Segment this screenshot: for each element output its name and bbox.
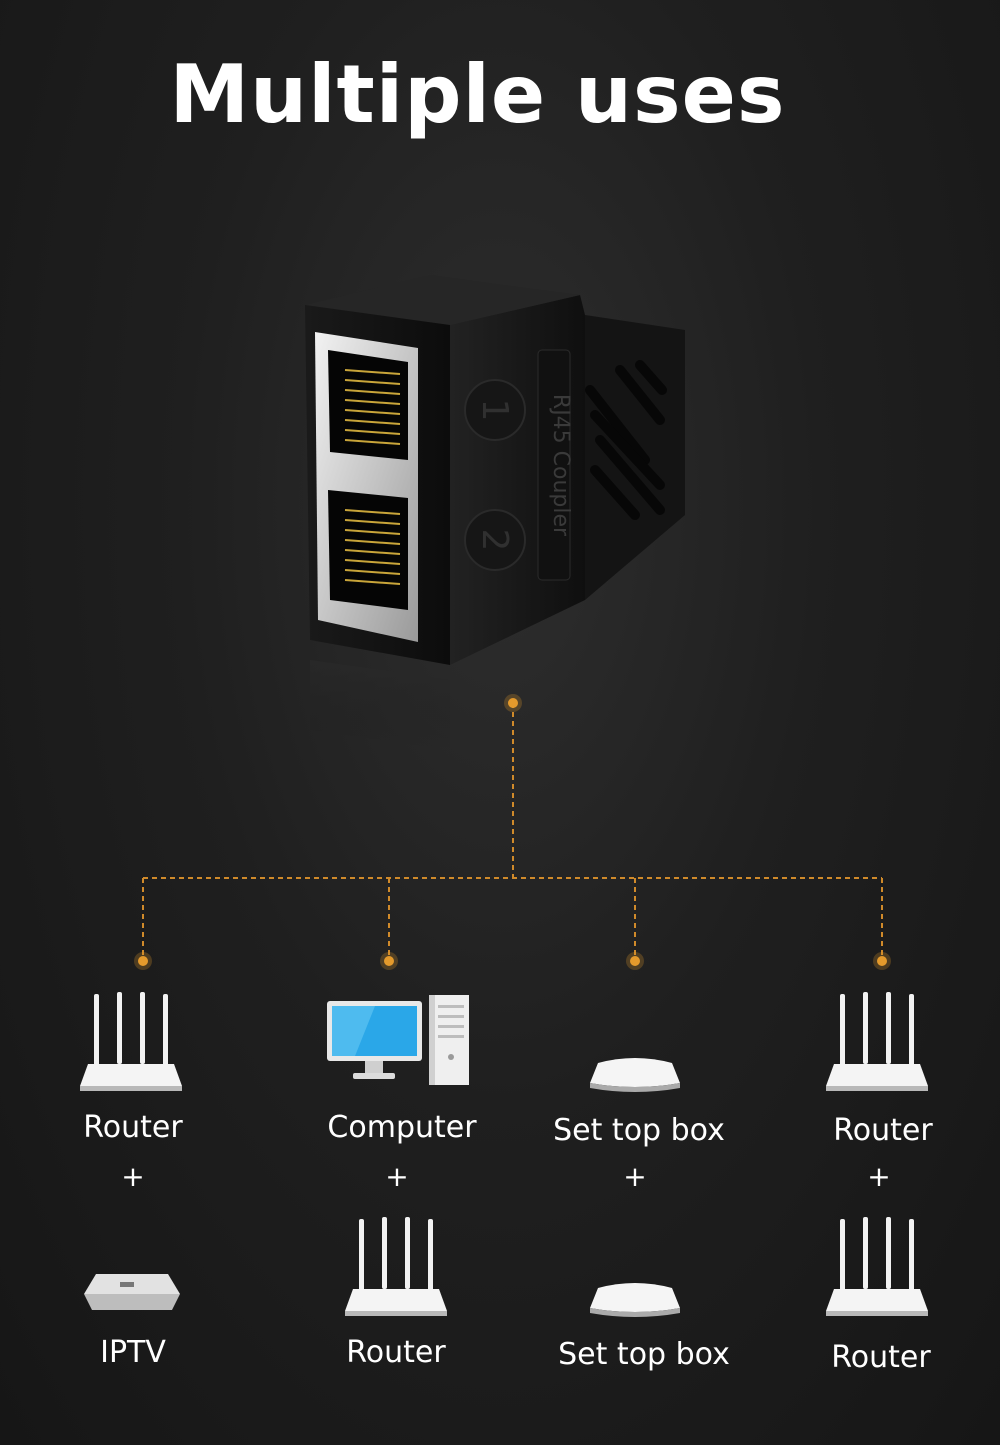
plus-sign: + [385, 1160, 409, 1193]
router-icon [826, 1217, 928, 1316]
device-label-bottom: IPTV [100, 1335, 166, 1370]
set-top-box-icon [590, 1283, 680, 1317]
connector-dot [138, 956, 148, 966]
connector-dot [877, 956, 887, 966]
rj45-coupler-image: 1 2 RJ45 Coupler [305, 275, 685, 750]
router-icon [80, 992, 182, 1091]
computer-icon [327, 995, 469, 1085]
device-label-top: Router [83, 1110, 183, 1145]
plus-sign: + [867, 1160, 891, 1193]
iptv-box-icon [84, 1274, 180, 1310]
device-label-bottom: Router [346, 1335, 446, 1370]
device-label-top: Router [833, 1113, 933, 1148]
device-label-bottom: Router [831, 1340, 931, 1375]
svg-text:RJ45 Coupler: RJ45 Coupler [548, 394, 573, 537]
page-title: Multiple uses [169, 48, 786, 141]
svg-text:2: 2 [474, 529, 515, 552]
svg-text:1: 1 [474, 399, 515, 422]
device-label-top: Computer [327, 1110, 477, 1145]
device-label-top: Set top box [553, 1113, 725, 1148]
connector-dot [384, 956, 394, 966]
plus-sign: + [623, 1160, 647, 1193]
router-icon [345, 1217, 447, 1316]
router-icon [826, 992, 928, 1091]
device-label-bottom: Set top box [558, 1337, 730, 1372]
set-top-box-icon [590, 1058, 680, 1092]
connector-dot [630, 956, 640, 966]
plus-sign: + [121, 1160, 145, 1193]
